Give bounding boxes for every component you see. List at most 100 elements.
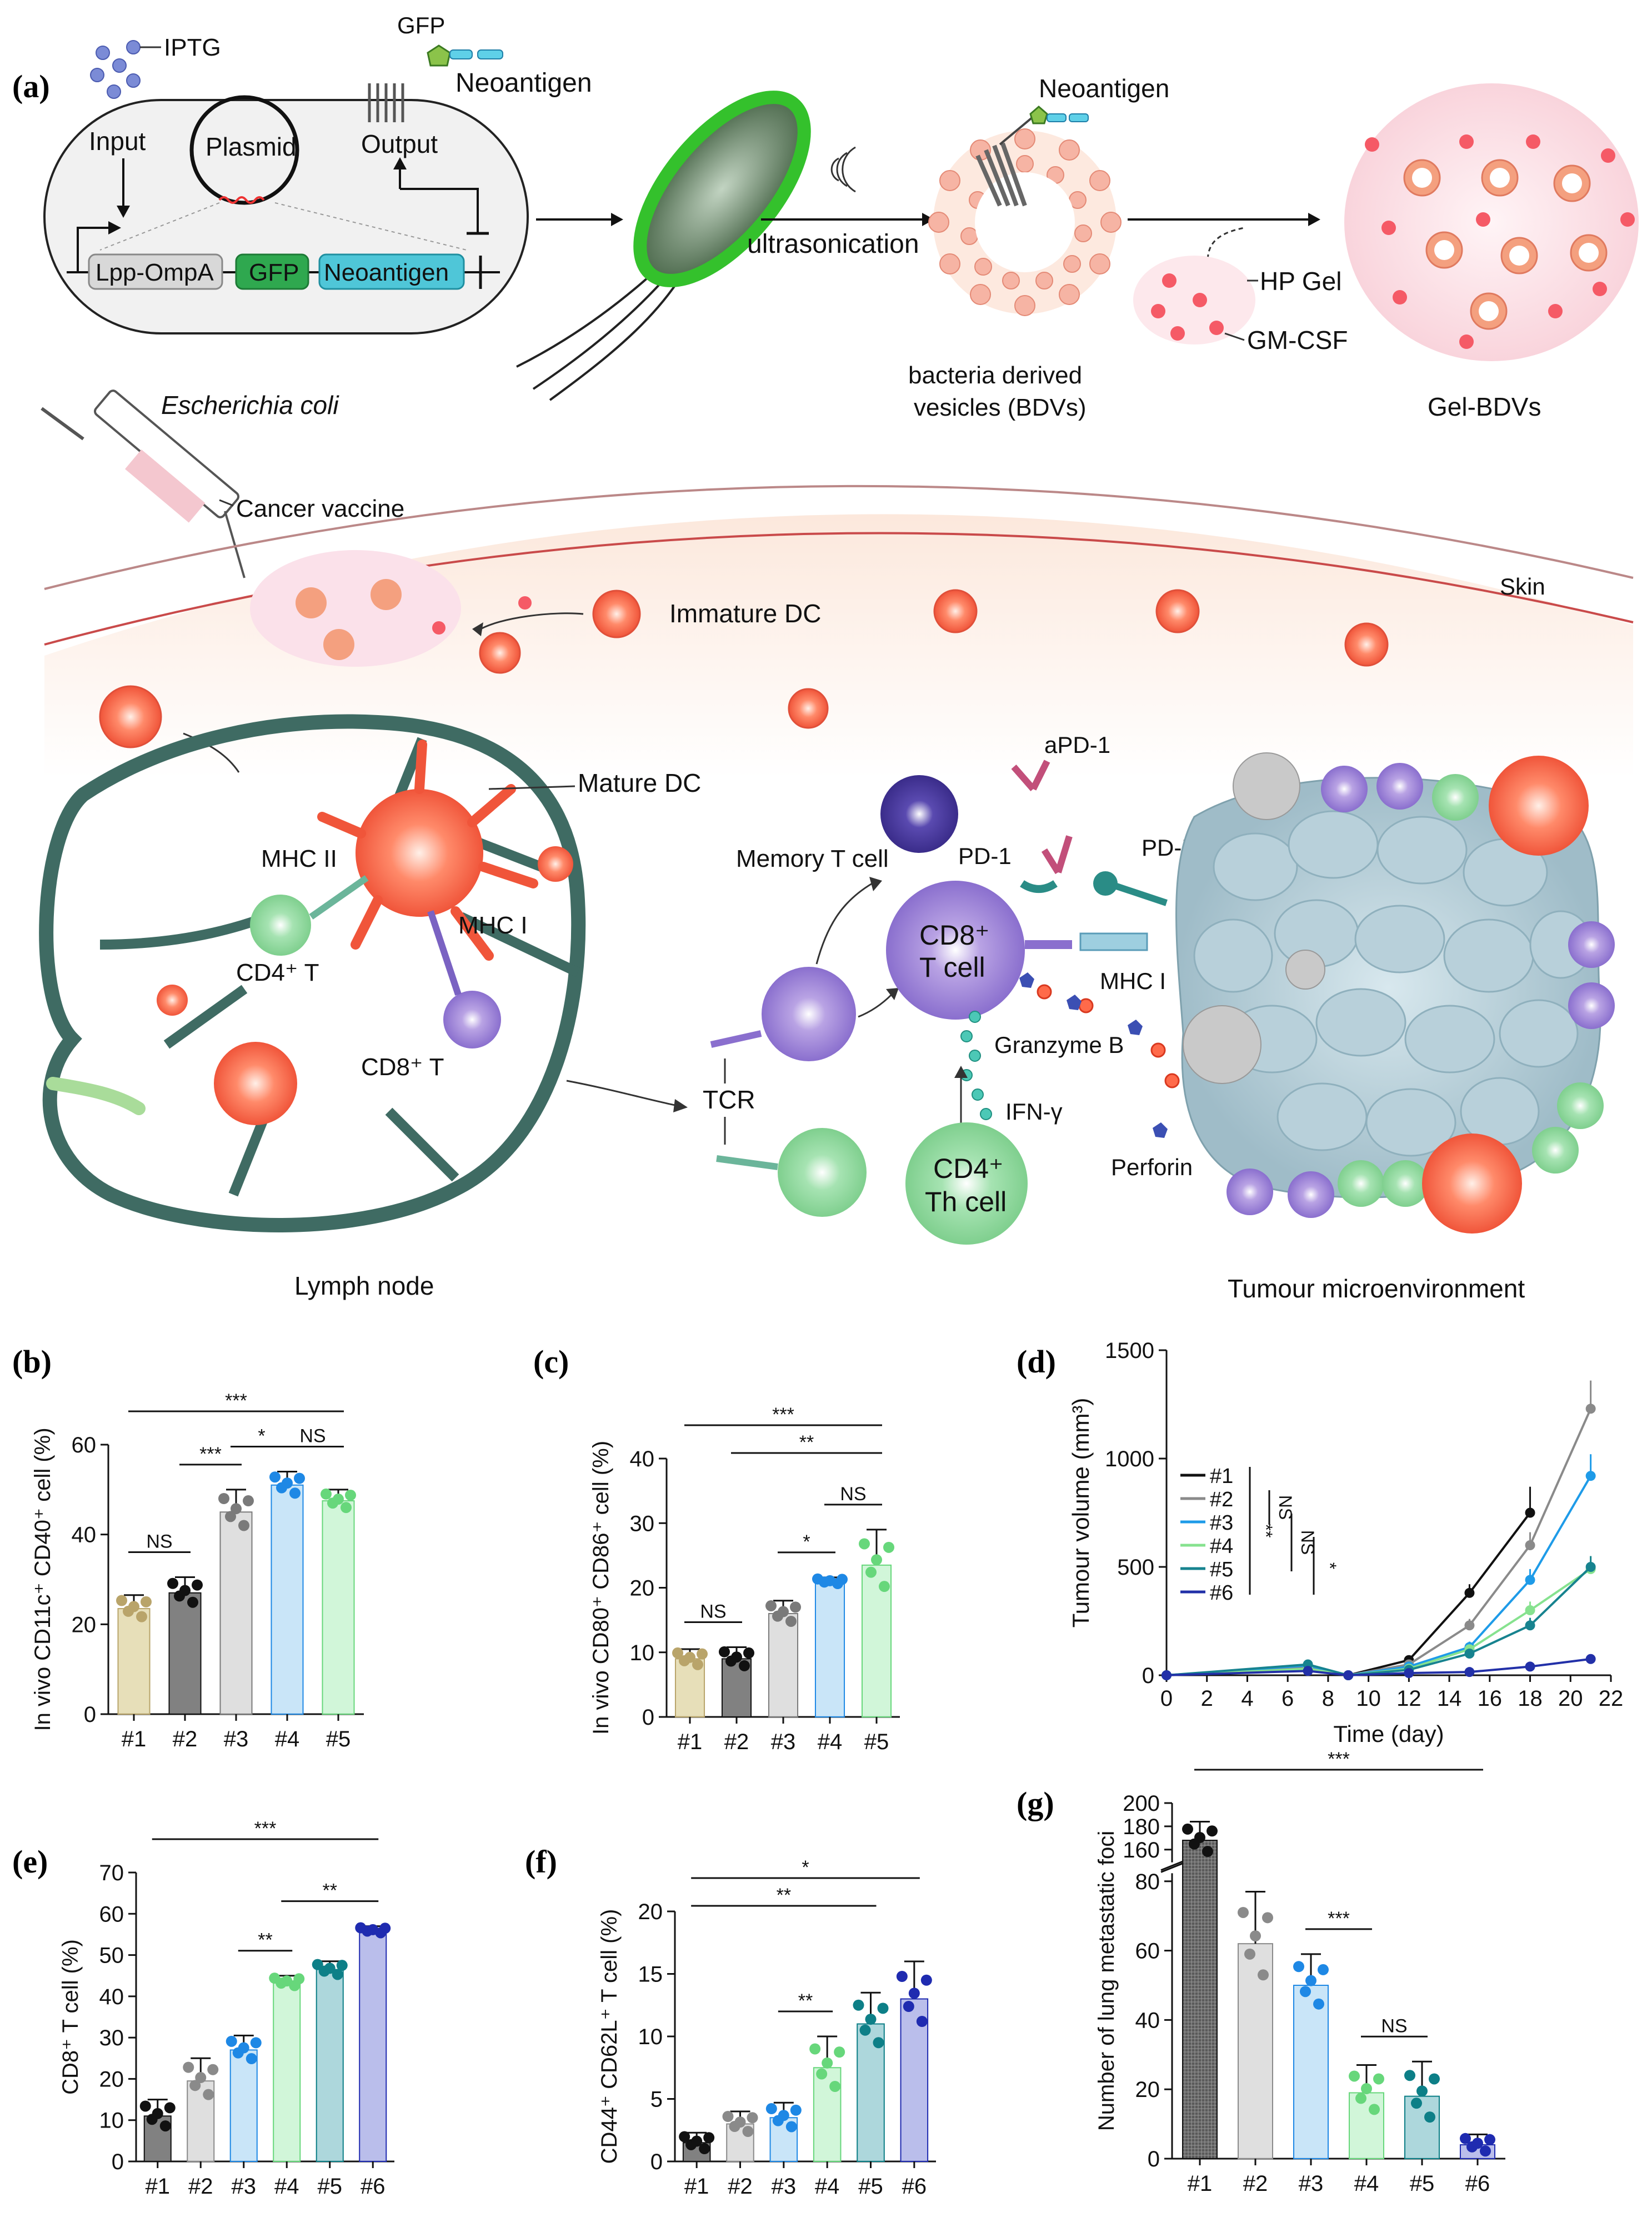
data-point [859,2024,871,2036]
gel-bdvs-icon [1344,83,1639,361]
data-point [691,2135,703,2147]
cd8-t-cell-icon [443,991,501,1048]
significance-label: NS [299,1426,326,1447]
data-point [816,2068,828,2080]
data-point [332,1969,343,1980]
y-tick-label: 0 [650,2150,663,2174]
significance-label: NS [700,1601,726,1622]
y-axis-label: In vivo CD11c⁺ CD40⁺ cell (%) [31,1427,55,1731]
data-point [250,2037,262,2049]
x-tick-label: 0 [1160,1686,1173,1711]
data-point [684,1651,695,1663]
data-point [734,2116,746,2128]
tcr-label: TCR [703,1085,755,1114]
data-point [1480,2145,1491,2157]
significance-label: ** [258,1930,272,1951]
bdv-caption-2: vesicles (BDVs) [914,394,1087,421]
y-tick-label: 20 [638,1900,663,1924]
y-tick-label: 70 [99,1861,124,1885]
bar [768,1613,799,1717]
data-point [679,2131,690,2143]
data-point [1318,1964,1329,1975]
x-tick-label: #4 [818,1730,843,1754]
cd8-tcell-label-2: T cell [919,952,985,983]
data-point [1460,2133,1471,2144]
bar [1349,2092,1384,2159]
bar [359,1930,387,2162]
data-point [1404,2070,1415,2081]
x-tick-label: #4 [275,1727,300,1751]
data-point [1361,2083,1372,2094]
data-point [1484,2134,1495,2145]
data-point [1464,1587,1475,1598]
data-point [341,1502,352,1514]
y-tick-label: 0 [1148,2147,1160,2171]
data-point [187,1596,198,1608]
x-tick-label: 4 [1241,1686,1253,1711]
y-tick-label: 1500 [1105,1339,1154,1363]
x-tick-label: #5 [326,1727,351,1751]
y-tick-label: 10 [99,2109,124,2133]
significance-label: ** [799,1432,814,1453]
data-point [1343,1670,1354,1680]
gfp-top-label: GFP [397,12,445,38]
data-point [1525,1605,1535,1615]
x-tick-label: #3 [232,2174,257,2199]
data-point [1373,2073,1384,2085]
y-tick-label: 20 [72,1612,97,1637]
data-point [139,2100,151,2112]
bar [1293,1985,1329,2159]
cd4-th-cell-icon [905,1122,1028,1245]
y-tick-label: 0 [642,1705,654,1730]
data-point [207,2064,219,2075]
y-tick-label: 50 [99,1944,124,1968]
bar [322,1500,355,1715]
significance-label: * [258,1426,265,1447]
bar [814,1580,845,1717]
data-point [1293,1961,1304,1973]
y-tick-label: 160 [1123,1838,1160,1863]
data-point [865,2014,877,2025]
data-point [189,2080,201,2091]
x-tick-label: #5 [858,2174,883,2199]
lymph-node [39,714,586,1232]
lymph-node-label: Lymph node [294,1271,434,1300]
y-axis-label: CD44⁺ CD62L⁺ T cell (%) [597,1909,622,2164]
significance-label: * [803,1531,810,1552]
memory-t-label: Memory T cell [736,845,889,872]
data-point [321,1488,332,1500]
x-axis-label: Time (day) [1333,1721,1444,1747]
cd8-effector-t-cell: CD8⁺ T cell [886,881,1025,1020]
data-point [834,2046,845,2058]
x-tick-label: #1 [1188,2171,1213,2196]
data-point [1464,1620,1475,1631]
bdv-neoantigen-label: Neoantigen [1039,74,1169,103]
x-tick-label: #4 [1354,2171,1379,2196]
data-point [1525,1575,1535,1585]
data-point [192,1579,203,1591]
x-tick-label: #4 [274,2174,299,2199]
legend-label: #2 [1210,1488,1233,1511]
x-tick-label: #4 [815,2174,840,2199]
y-tick-label: 40 [1135,2008,1160,2033]
input-label: Input [89,127,146,156]
significance-label: NS [840,1484,866,1505]
x-tick-label: 20 [1558,1686,1583,1711]
cd4-th-label-1: CD4⁺ [933,1153,1003,1184]
data-point [916,2016,928,2027]
data-point [722,2111,734,2122]
data-point [920,1974,932,1986]
y-tick-label: 10 [630,1641,655,1665]
output-label: Output [361,129,438,158]
data-point [719,1646,730,1657]
cd4-th-label-2: Th cell [925,1186,1007,1217]
data-point [1411,2098,1422,2109]
data-point [743,1647,754,1659]
immature-dc-label: Immature DC [669,599,821,628]
data-point [672,1647,683,1659]
x-tick-label: #3 [772,2174,797,2199]
y-tick-label: 20 [630,1576,655,1601]
iptg-label: IPTG [164,34,221,61]
bar [273,1981,301,2163]
